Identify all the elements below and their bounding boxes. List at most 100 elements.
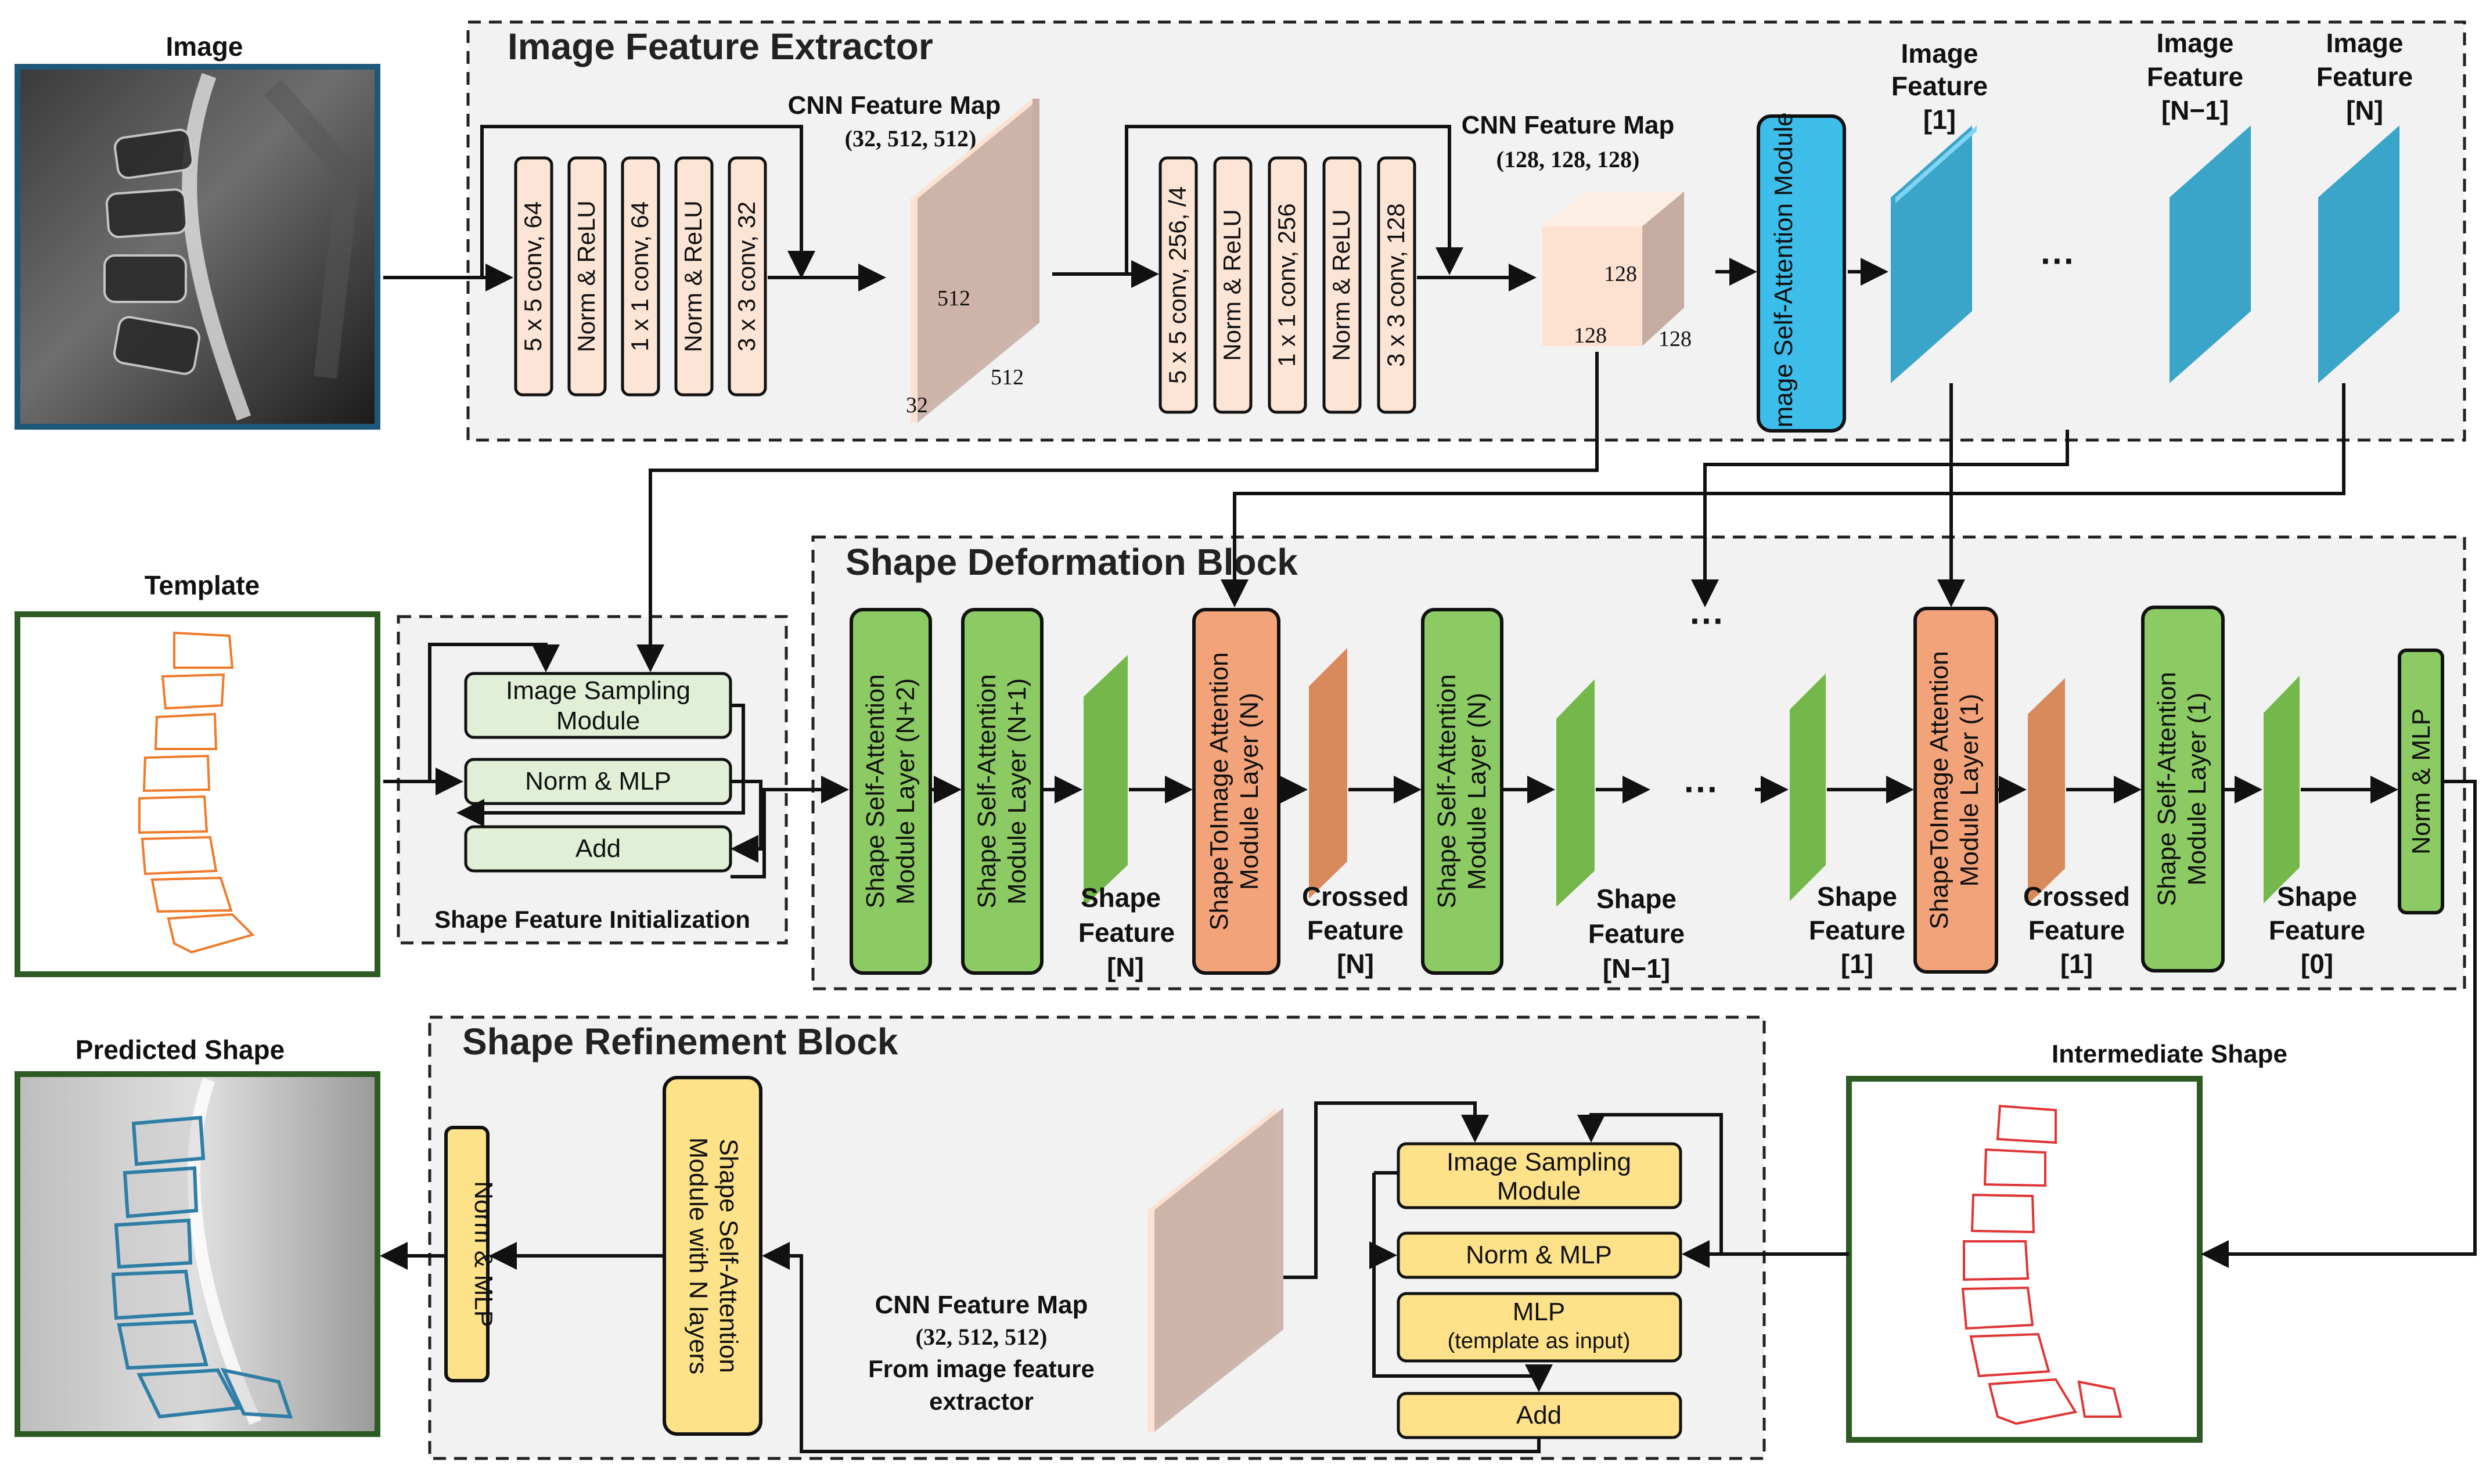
cnn-feature-map-2: CNN Feature Map (128, 128, 128) 128 128 …	[1462, 111, 1692, 351]
svg-text:128: 128	[1658, 327, 1692, 351]
svg-text:(128, 128, 128): (128, 128, 128)	[1496, 146, 1640, 172]
mri-input-image	[15, 64, 380, 430]
svg-text:128: 128	[1574, 323, 1607, 348]
svg-text:Image: Image	[2157, 28, 2234, 58]
crossed-feature-1: Crossed Feature [1]	[2023, 678, 2130, 979]
image-feature-1: Image Feature [1]	[1891, 38, 1988, 383]
conv-block-1: 5 x 5 conv, 64 Norm & ReLU 1 x 1 conv, 6…	[514, 156, 767, 397]
svg-text:Module Layer (N): Module Layer (N)	[1463, 693, 1491, 890]
svg-text:Image Sampling: Image Sampling	[1447, 1148, 1631, 1176]
svg-text:[N]: [N]	[1107, 952, 1144, 982]
svg-text:[N]: [N]	[1337, 949, 1374, 979]
svg-text:128: 128	[1604, 262, 1637, 286]
intermediate-label: Intermediate Shape	[2052, 1040, 2287, 1068]
connectors	[380, 125, 2477, 1453]
conv-block-2: 5 x 5 conv, 256, /4 Norm & ReLU 1 x 1 co…	[1159, 156, 1416, 414]
svg-text:Feature: Feature	[1307, 915, 1404, 945]
shape-feature-n: Shape Feature [N]	[1078, 655, 1175, 982]
svg-text:Feature: Feature	[1588, 919, 1685, 949]
svg-text:Add: Add	[1516, 1401, 1562, 1429]
svg-text:Feature: Feature	[1891, 71, 1988, 101]
svg-text:Crossed: Crossed	[2023, 881, 2130, 912]
svg-text:CNN Feature Map: CNN Feature Map	[788, 91, 1001, 120]
svg-text:(template as input): (template as input)	[1448, 1329, 1631, 1353]
template-label: Template	[145, 570, 260, 600]
svg-text:Module Layer (1): Module Layer (1)	[1955, 694, 1984, 887]
predicted-shape-image	[15, 1071, 380, 1437]
image-feature-n-minus-1: Image Feature [N−1]	[2147, 28, 2251, 383]
image-label: Image	[166, 31, 243, 62]
refinement-self-attention: Shape Self-Attention Module with N layer…	[663, 1076, 762, 1436]
svg-text:CNN Feature Map: CNN Feature Map	[1462, 111, 1675, 139]
shape-to-image-attention-layer-n: ShapeToImage Attention Module Layer (N)	[1192, 608, 1280, 975]
predicted-label: Predicted Shape	[75, 1035, 285, 1065]
image-self-attention-module: Image Self-Attention Module	[1757, 112, 1846, 435]
feature-ellipsis: ···	[2041, 242, 2075, 280]
svg-text:Feature: Feature	[2147, 62, 2243, 92]
refinement-mlp-template: MLP (template as input)	[1397, 1292, 1682, 1363]
svg-text:(32, 512, 512): (32, 512, 512)	[845, 125, 977, 152]
refinement-norm-mlp-box: Norm & MLP	[1397, 1231, 1682, 1279]
crossed-feature-n: Crossed Feature [N]	[1302, 648, 1409, 979]
svg-text:ShapeToImage Attention: ShapeToImage Attention	[1925, 651, 1953, 929]
svg-text:ShapeToImage Attention: ShapeToImage Attention	[1205, 652, 1233, 930]
svg-text:[N−1]: [N−1]	[1603, 953, 1670, 984]
svg-text:Feature: Feature	[2316, 62, 2413, 92]
svg-text:Module Layer (N+1): Module Layer (N+1)	[1003, 678, 1031, 905]
template-shape-image	[15, 611, 380, 977]
svg-text:[1]: [1]	[1841, 949, 1873, 979]
conv2-b: Norm & ReLU	[1218, 209, 1246, 361]
shape-self-attention-layer-n-plus-2: Shape Self-Attention Module Layer (N+2)	[850, 608, 932, 975]
svg-text:[N]: [N]	[2346, 95, 2383, 125]
svg-text:Feature: Feature	[1078, 917, 1175, 948]
svg-text:512: 512	[937, 286, 970, 311]
shape-feature-n-minus-1: Shape Feature [N−1]	[1556, 679, 1685, 984]
conv1-a: 5 x 5 conv, 64	[519, 201, 546, 351]
conv2-c: 1 x 1 conv, 256	[1273, 203, 1300, 367]
svg-text:Shape Self-Attention: Shape Self-Attention	[2153, 672, 2181, 906]
svg-text:Norm & MLP: Norm & MLP	[2407, 708, 2435, 855]
svg-text:[N−1]: [N−1]	[2161, 95, 2229, 125]
shape-feature-0: Shape Feature [0]	[2264, 676, 2365, 979]
svg-text:Module with N layers: Module with N layers	[684, 1137, 713, 1374]
conv1-e: 3 x 3 conv, 32	[733, 201, 760, 351]
conv2-a: 5 x 5 conv, 256, /4	[1164, 186, 1191, 384]
conv2-e: 3 x 3 conv, 128	[1382, 203, 1409, 367]
svg-text:Image Sampling: Image Sampling	[506, 676, 690, 705]
intermediate-shape-image	[1846, 1076, 2203, 1443]
svg-text:[1]: [1]	[1923, 105, 1956, 135]
refinement-title: Shape Refinement Block	[462, 1021, 898, 1062]
svg-text:[0]: [0]	[2301, 949, 2333, 979]
svg-text:Module: Module	[556, 707, 640, 735]
svg-text:Image: Image	[2326, 28, 2404, 58]
init-caption: Shape Feature Initialization	[434, 906, 750, 933]
refinement-norm-mlp: Norm & MLP	[444, 1126, 498, 1382]
svg-text:extractor: extractor	[929, 1388, 1034, 1415]
init-add: Add	[464, 825, 732, 873]
svg-text:Norm & MLP: Norm & MLP	[1466, 1241, 1612, 1269]
svg-text:Shape: Shape	[1817, 881, 1897, 912]
svg-text:(32, 512, 512): (32, 512, 512)	[916, 1324, 1048, 1350]
svg-text:Shape Self-Attention: Shape Self-Attention	[1433, 674, 1461, 909]
svg-text:Feature: Feature	[1809, 915, 1905, 945]
refinement-add: Add	[1397, 1392, 1682, 1439]
svg-text:CNN Feature Map: CNN Feature Map	[875, 1291, 1088, 1319]
svg-text:Shape Self-Attention: Shape Self-Attention	[861, 674, 890, 909]
svg-text:MLP: MLP	[1513, 1298, 1565, 1326]
deformation-norm-mlp: Norm & MLP	[2398, 649, 2444, 914]
svg-text:Feature: Feature	[2028, 915, 2125, 945]
shape-self-attention-layer-1: Shape Self-Attention Module Layer (1)	[2141, 606, 2225, 972]
svg-text:Shape: Shape	[1596, 884, 1676, 914]
init-sampling-module: Image Sampling Module	[464, 672, 732, 739]
svg-text:Shape Self-Attention: Shape Self-Attention	[714, 1139, 743, 1373]
refinement-sampling-module: Image Sampling Module	[1397, 1142, 1682, 1209]
svg-text:Image Self-Attention Module: Image Self-Attention Module	[1769, 112, 1798, 434]
svg-text:Add: Add	[575, 834, 621, 863]
svg-text:Module Layer (N+2): Module Layer (N+2)	[891, 678, 920, 905]
svg-text:Module Layer (N): Module Layer (N)	[1235, 693, 1264, 890]
svg-text:Module: Module	[1497, 1177, 1581, 1205]
shape-to-image-attention-layer-1: ShapeToImage Attention Module Layer (1)	[1913, 607, 1998, 974]
svg-text:Shape: Shape	[1081, 883, 1161, 913]
extractor-title: Image Feature Extractor	[508, 26, 933, 67]
